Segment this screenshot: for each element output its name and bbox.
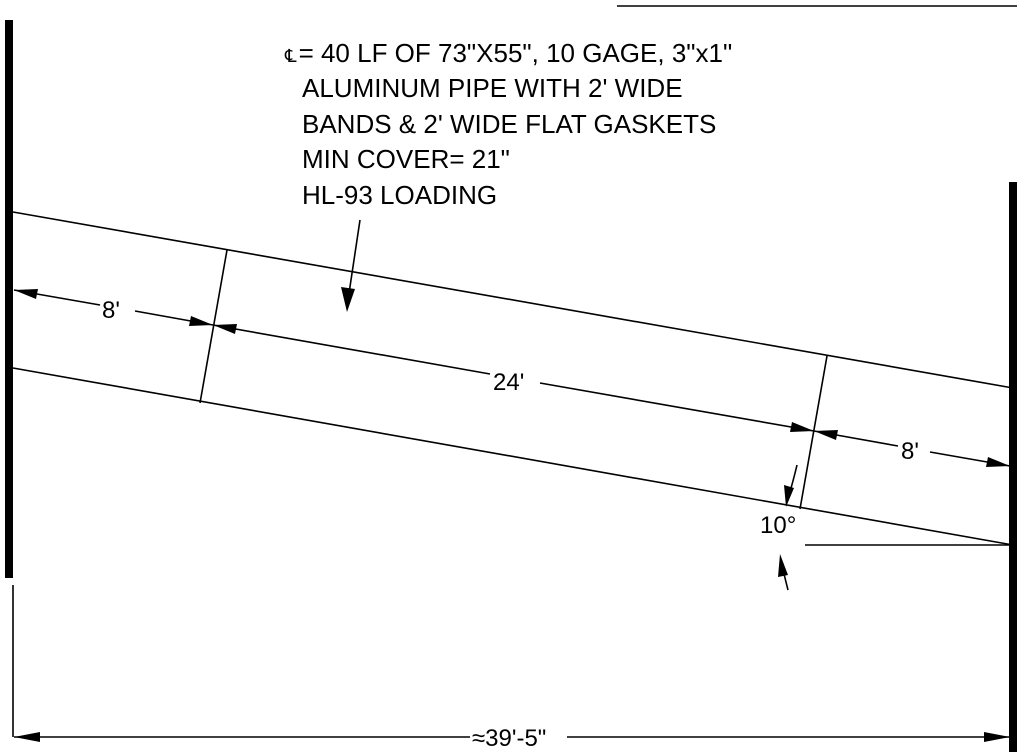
angle-arrow-lower	[778, 554, 788, 577]
dim-label-left-8ft: 8'	[102, 297, 120, 324]
dim-arrow-left-start	[14, 289, 38, 299]
note-line-1-text: = 40 LF OF 73"X55", 10 GAGE, 3"x1"	[299, 38, 733, 68]
dim-label-middle-24ft: 24'	[493, 369, 524, 396]
angle-arrow-upper	[784, 485, 794, 507]
dim-label-right-8ft: 8'	[901, 438, 919, 465]
dim-arrow-right-start	[814, 430, 838, 440]
dim-arrow-right-end	[986, 457, 1010, 467]
dim-arrow-left-end	[189, 316, 213, 326]
note-line-4: MIN COVER= 21"	[302, 144, 510, 174]
note-leader-arrowhead	[341, 287, 355, 312]
note-line-1: ℄= 40 LF OF 73"X55", 10 GAGE, 3"x1"	[284, 38, 732, 68]
section-divider-left	[199, 249, 228, 404]
overall-arrow-right	[984, 732, 1010, 742]
pipe-top-edge	[12, 211, 1014, 389]
note-line-2: ALUMINUM PIPE WITH 2' WIDE	[302, 73, 683, 103]
centerline-symbol: ℄	[284, 46, 297, 66]
overall-arrow-left	[14, 732, 40, 742]
dim-line-middle-24ft	[212, 324, 491, 375]
dim-line-middle-24ft-b	[539, 382, 815, 432]
note-leader-line	[347, 219, 361, 301]
section-divider-right	[799, 355, 828, 510]
note-line-3: BANDS & 2' WIDE FLAT GASKETS	[302, 109, 716, 139]
pipe-bottom-edge	[12, 367, 1014, 546]
dim-label-skew-angle: 10°	[760, 512, 796, 539]
dim-arrow-middle-start	[213, 324, 237, 334]
dim-arrow-middle-end	[790, 422, 814, 432]
note-line-5: HL-93 LOADING	[302, 180, 497, 210]
dim-label-overall-span: ≈39'-5"	[472, 725, 546, 752]
